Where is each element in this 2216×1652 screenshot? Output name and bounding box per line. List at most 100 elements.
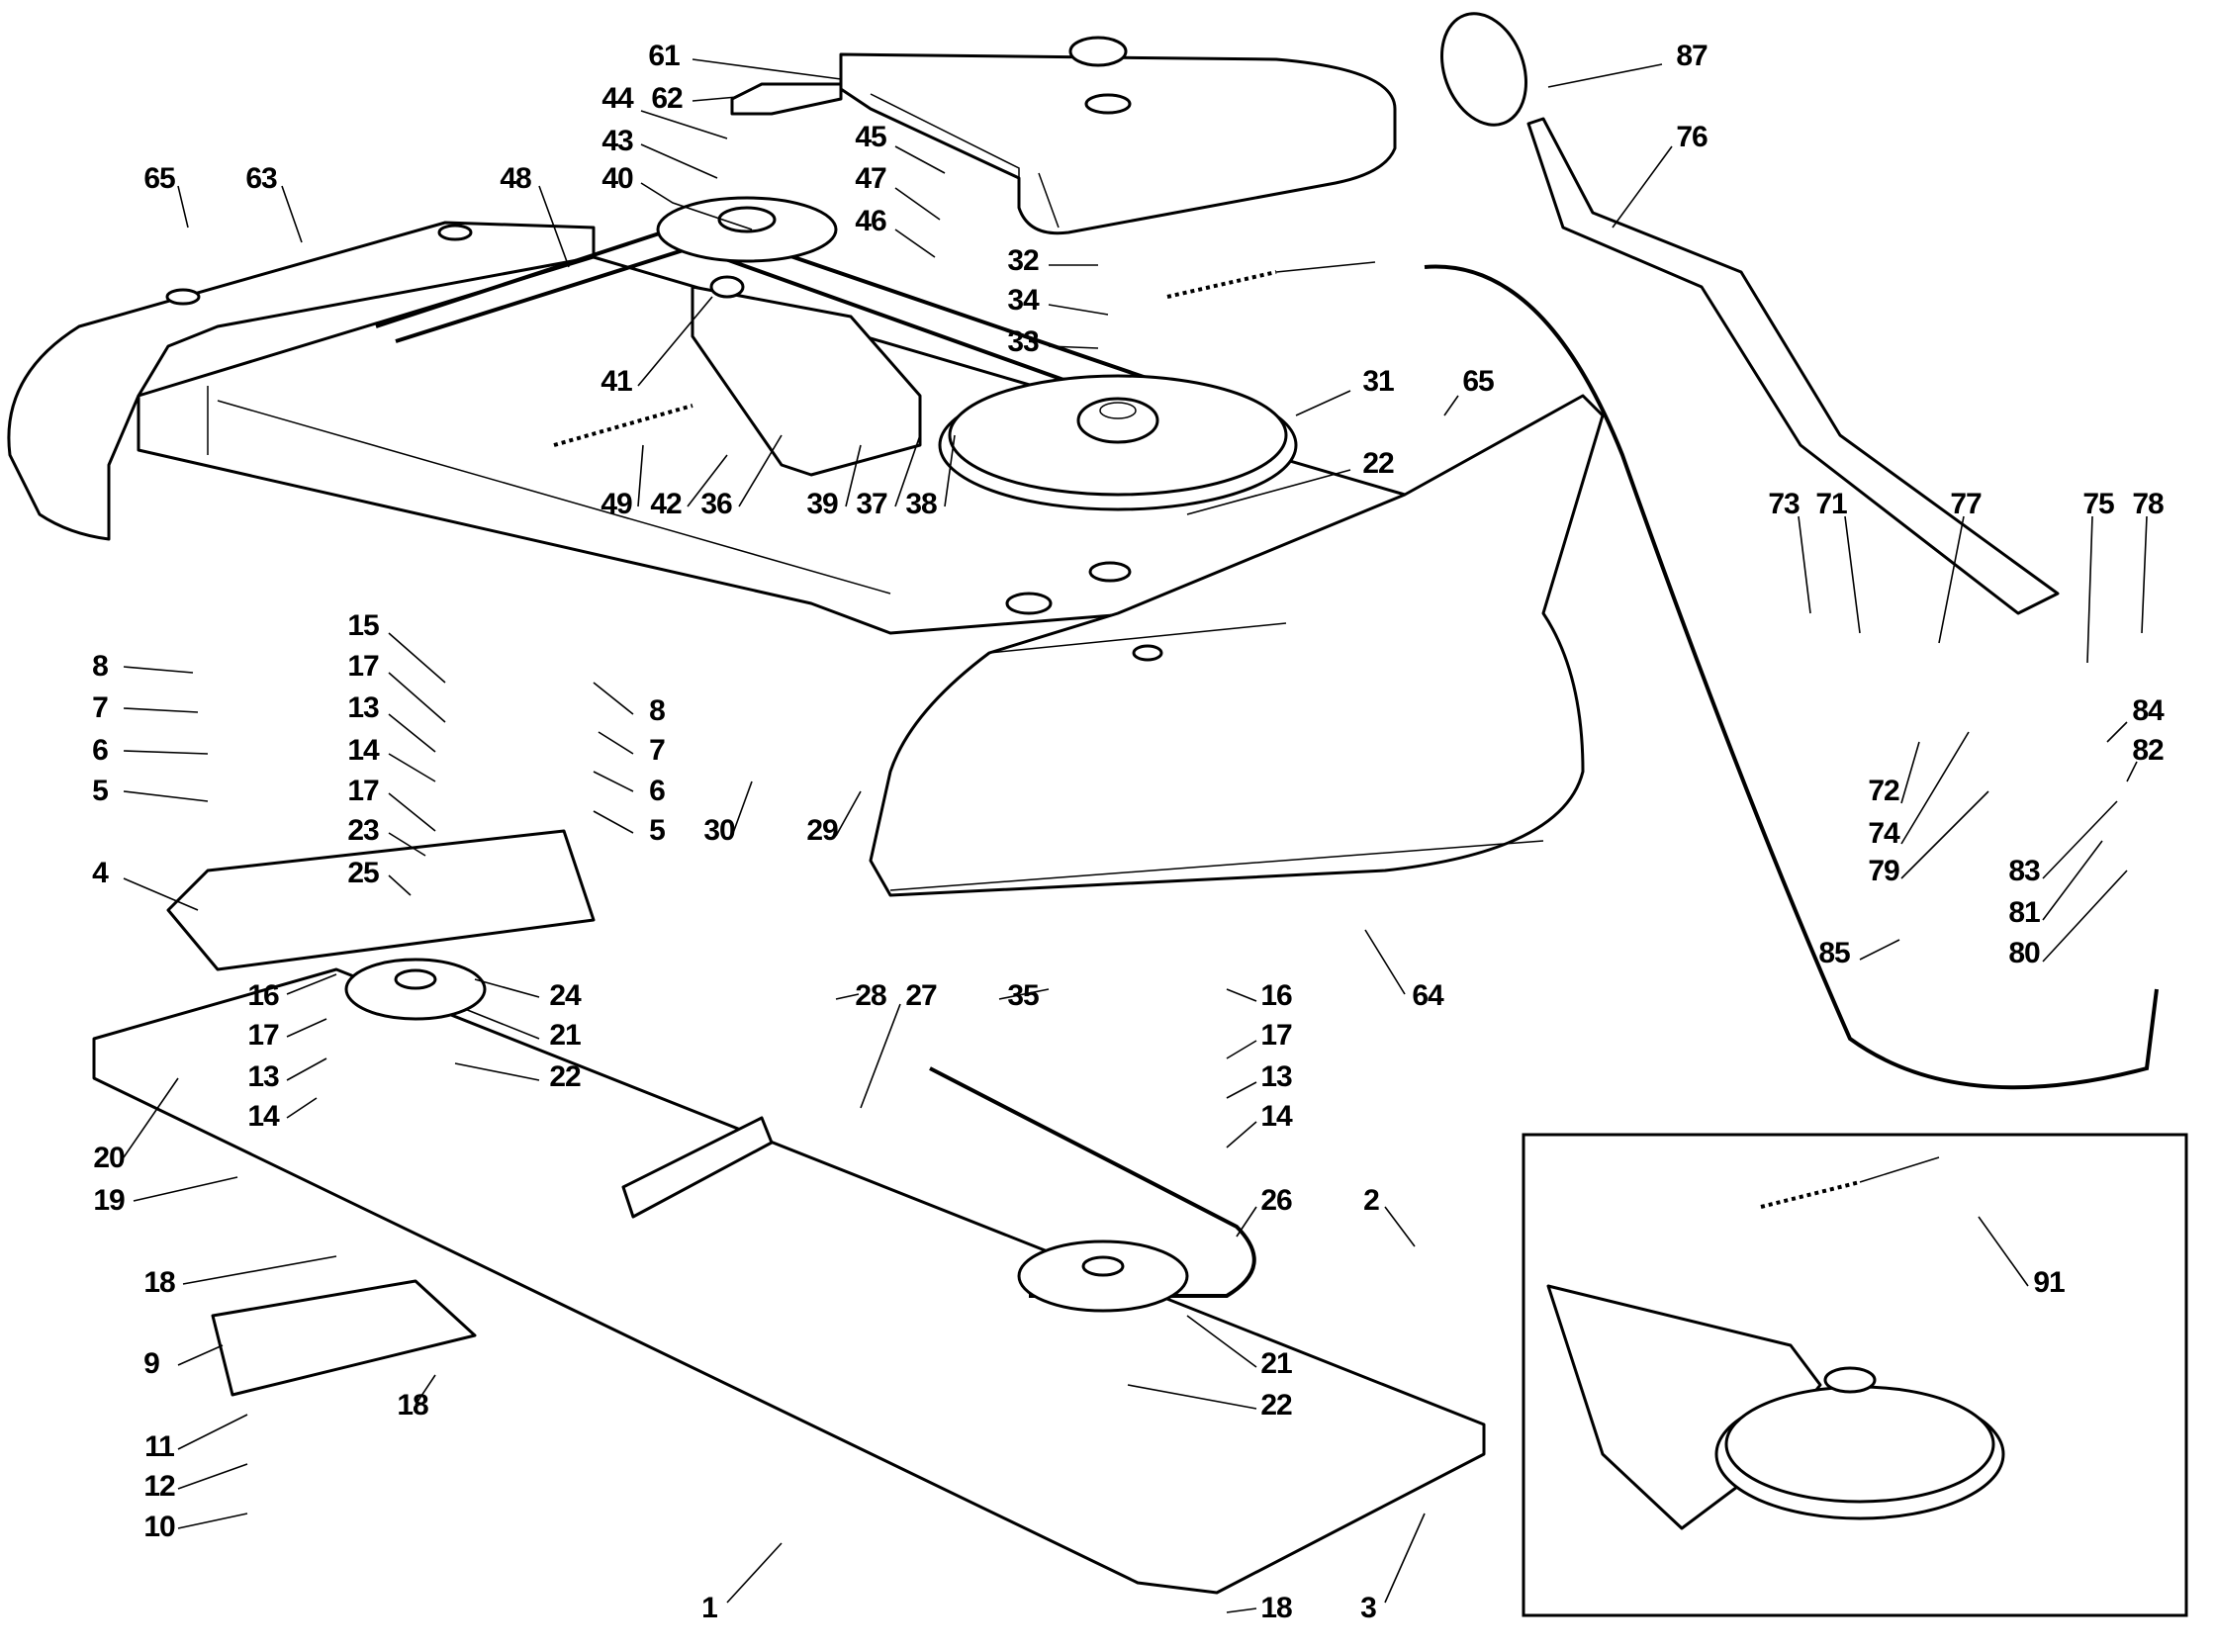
callout-42[interactable]: 42 [650, 488, 682, 520]
callout-5[interactable]: 5 [92, 775, 109, 807]
callout-47[interactable]: 47 [855, 162, 886, 195]
callout-78[interactable]: 78 [2132, 488, 2164, 520]
callout-12[interactable]: 12 [143, 1470, 175, 1503]
callout-26[interactable]: 26 [1260, 1184, 1292, 1217]
callout-74[interactable]: 74 [1868, 817, 1899, 850]
callout-34[interactable]: 34 [1007, 284, 1039, 317]
callout-28[interactable]: 28 [855, 979, 886, 1012]
tension-spring-part-49 [553, 404, 693, 447]
callout-24[interactable]: 24 [549, 979, 581, 1012]
callout-31[interactable]: 31 [1362, 365, 1394, 398]
callout-85[interactable]: 85 [1818, 937, 1850, 969]
callout-13[interactable]: 13 [247, 1060, 279, 1093]
callout-45[interactable]: 45 [855, 121, 886, 153]
callout-39[interactable]: 39 [806, 488, 838, 520]
callout-22[interactable]: 22 [549, 1060, 581, 1093]
callout-8[interactable]: 8 [649, 694, 666, 727]
callout-17[interactable]: 17 [347, 650, 379, 683]
callout-40[interactable]: 40 [601, 162, 633, 195]
callout-20[interactable]: 20 [93, 1142, 125, 1174]
callout-17[interactable]: 17 [347, 775, 379, 807]
callout-46[interactable]: 46 [855, 205, 886, 237]
callout-6[interactable]: 6 [92, 734, 109, 767]
callout-16[interactable]: 16 [247, 979, 279, 1012]
callout-18[interactable]: 18 [397, 1389, 428, 1422]
callout-27[interactable]: 27 [905, 979, 937, 1012]
callout-84[interactable]: 84 [2132, 694, 2164, 727]
callout-38[interactable]: 38 [905, 488, 937, 520]
left-cover-part-63 [7, 221, 596, 541]
callout-72[interactable]: 72 [1868, 775, 1899, 807]
callout-32[interactable]: 32 [1007, 244, 1039, 277]
control-cable-part-85 [1424, 264, 2159, 1090]
callout-13[interactable]: 13 [347, 691, 379, 724]
callout-65[interactable]: 65 [1462, 365, 1494, 398]
callout-15[interactable]: 15 [347, 609, 379, 642]
callout-79[interactable]: 79 [1868, 855, 1899, 887]
callout-9[interactable]: 9 [143, 1347, 160, 1380]
callout-23[interactable]: 23 [347, 814, 379, 847]
idler-arm-part-36 [691, 275, 922, 477]
callout-13[interactable]: 13 [1260, 1060, 1292, 1093]
callout-64[interactable]: 64 [1412, 979, 1443, 1012]
callout-7[interactable]: 7 [649, 734, 666, 767]
callout-14[interactable]: 14 [247, 1100, 279, 1133]
callout-91[interactable]: 91 [2033, 1266, 2065, 1299]
callout-80[interactable]: 80 [2008, 937, 2040, 969]
callout-75[interactable]: 75 [2082, 488, 2114, 520]
timing-pulley-part-21 [344, 958, 1189, 1313]
callout-48[interactable]: 48 [500, 162, 531, 195]
callout-17[interactable]: 17 [247, 1019, 279, 1052]
callout-22[interactable]: 22 [1260, 1389, 1292, 1422]
callout-43[interactable]: 43 [601, 125, 633, 157]
callout-7[interactable]: 7 [92, 691, 109, 724]
callout-8[interactable]: 8 [92, 650, 109, 683]
callout-14[interactable]: 14 [347, 734, 379, 767]
callout-1[interactable]: 1 [701, 1592, 718, 1624]
callout-3[interactable]: 3 [1360, 1592, 1377, 1624]
callout-65[interactable]: 65 [143, 162, 175, 195]
callout-14[interactable]: 14 [1260, 1100, 1292, 1133]
callout-87[interactable]: 87 [1676, 40, 1708, 72]
callout-18[interactable]: 18 [1260, 1592, 1292, 1624]
callout-18[interactable]: 18 [143, 1266, 175, 1299]
callout-30[interactable]: 30 [703, 814, 735, 847]
callout-35[interactable]: 35 [1007, 979, 1039, 1012]
callout-49[interactable]: 49 [600, 488, 632, 520]
inset-detail-box [1522, 1133, 2188, 1617]
base-plate-part-1 [92, 967, 1486, 1595]
callout-36[interactable]: 36 [700, 488, 732, 520]
callout-6[interactable]: 6 [649, 775, 666, 807]
callout-19[interactable]: 19 [93, 1184, 125, 1217]
callout-11[interactable]: 11 [144, 1430, 175, 1463]
callout-82[interactable]: 82 [2132, 734, 2164, 767]
top-cover-part-61 [730, 36, 1397, 235]
callout-76[interactable]: 76 [1676, 121, 1708, 153]
callout-10[interactable]: 10 [143, 1511, 175, 1543]
callout-81[interactable]: 81 [2008, 896, 2040, 929]
callout-21[interactable]: 21 [549, 1019, 581, 1052]
bracket-part-9 [211, 1279, 477, 1397]
callout-4[interactable]: 4 [92, 857, 109, 889]
callout-21[interactable]: 21 [1260, 1347, 1292, 1380]
callout-41[interactable]: 41 [600, 365, 632, 398]
callout-5[interactable]: 5 [649, 814, 666, 847]
cable-spring [1166, 261, 1376, 299]
callout-62[interactable]: 62 [651, 82, 683, 115]
callout-17[interactable]: 17 [1260, 1019, 1292, 1052]
control-lever-part-76 [1439, 12, 2060, 615]
callout-25[interactable]: 25 [347, 857, 379, 889]
callout-73[interactable]: 73 [1768, 488, 1800, 520]
callout-44[interactable]: 44 [601, 82, 633, 115]
callout-37[interactable]: 37 [856, 488, 887, 520]
callout-77[interactable]: 77 [1950, 488, 1982, 520]
callout-61[interactable]: 61 [648, 40, 680, 72]
callout-2[interactable]: 2 [1363, 1184, 1380, 1217]
callout-33[interactable]: 33 [1007, 325, 1039, 358]
callout-83[interactable]: 83 [2008, 855, 2040, 887]
callout-29[interactable]: 29 [806, 814, 838, 847]
callout-16[interactable]: 16 [1260, 979, 1292, 1012]
callout-63[interactable]: 63 [245, 162, 277, 195]
callout-22[interactable]: 22 [1362, 447, 1394, 480]
callout-71[interactable]: 71 [1815, 488, 1847, 520]
